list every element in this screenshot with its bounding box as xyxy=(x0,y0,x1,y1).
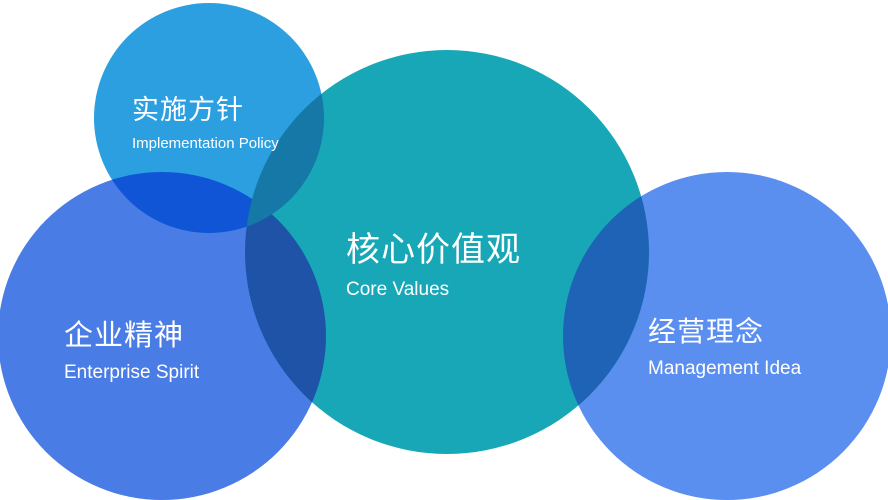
enterprise-label: 企业精神 Enterprise Spirit xyxy=(64,312,199,384)
management-title-en: Management Idea xyxy=(648,358,802,379)
core-circle xyxy=(245,50,649,454)
management-label: 经营理念 Management Idea xyxy=(648,310,801,380)
management-title-zh: 经营理念 xyxy=(648,315,765,348)
enterprise-title-en: Enterprise Spirit xyxy=(64,362,200,383)
implementation-title-zh: 实施方针 xyxy=(132,95,244,126)
implementation-title-en: Implementation Policy xyxy=(132,135,279,152)
core-title-zh: 核心价值观 xyxy=(346,230,521,270)
implementation-label: 实施方针 Implementation Policy xyxy=(132,88,279,152)
core-label: 核心价值观 Core Values xyxy=(346,222,521,301)
enterprise-title-zh: 企业精神 xyxy=(64,318,185,352)
enterprise-circle xyxy=(0,172,326,500)
core-title-en: Core Values xyxy=(346,279,450,300)
